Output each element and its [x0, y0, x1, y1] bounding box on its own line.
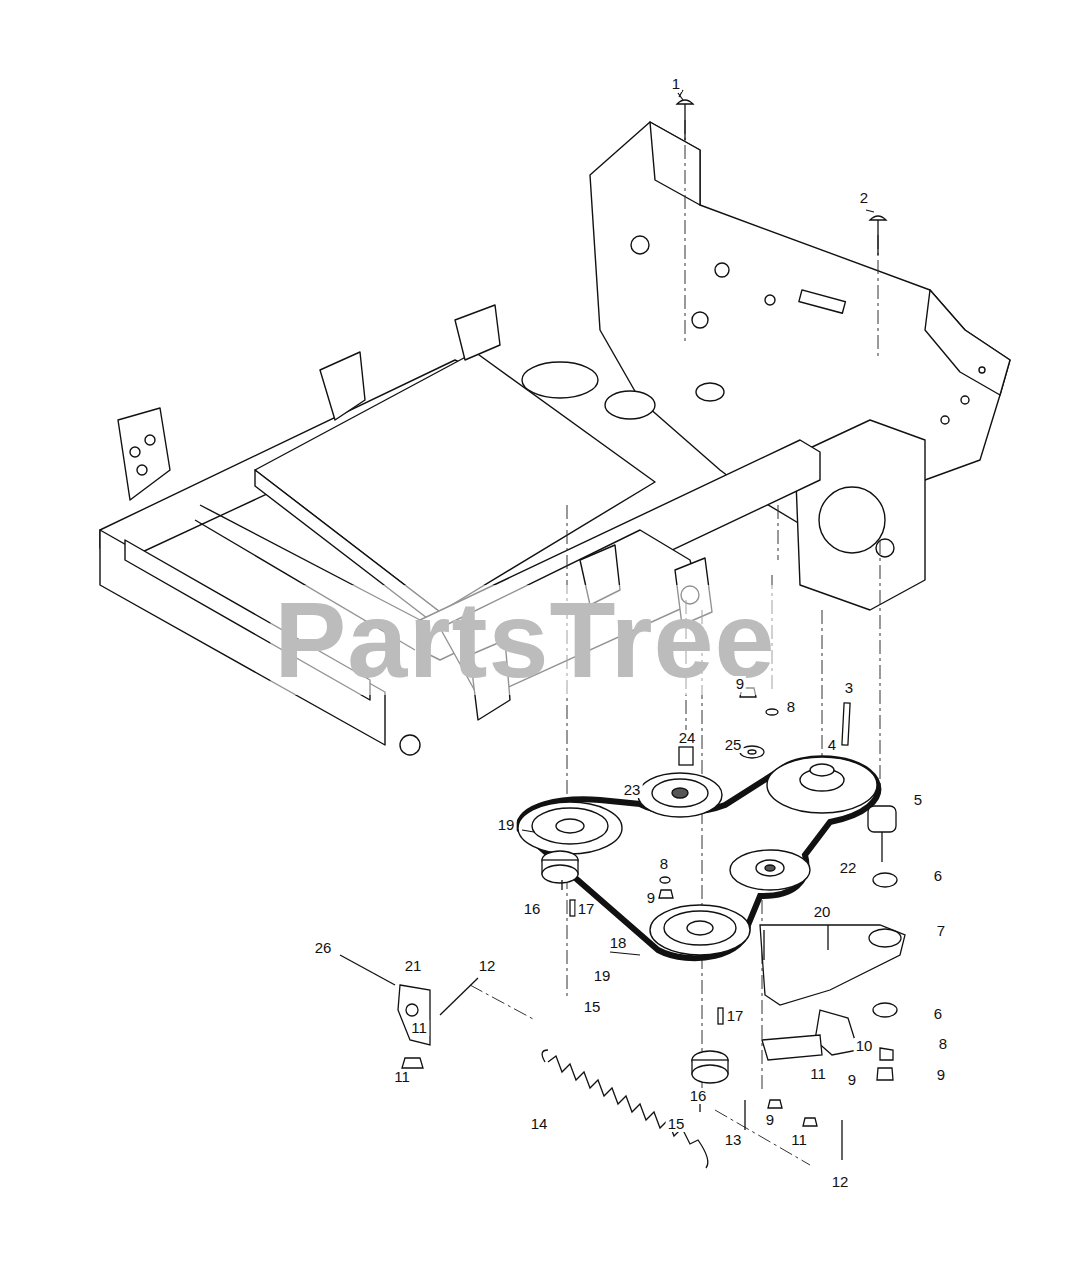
callout-number: 9	[734, 676, 746, 692]
callout-number: 11	[808, 1066, 828, 1082]
callout-number: 8	[658, 856, 670, 872]
callout-number: 19	[592, 968, 613, 984]
callout-number: 1	[670, 76, 682, 92]
callout-number: 17	[725, 1008, 746, 1024]
callout-number: 3	[843, 680, 855, 696]
watermark: PartsTree	[270, 585, 779, 695]
callout-number: 4	[826, 737, 838, 753]
callout-number: 9	[645, 890, 657, 906]
callout-number: 14	[529, 1116, 550, 1132]
callout-number: 6	[932, 1006, 944, 1022]
callout-number: 5	[912, 792, 924, 808]
callout-number: 13	[723, 1132, 744, 1148]
callout-number: 2	[858, 190, 870, 206]
callout-number: 15	[666, 1116, 687, 1132]
callout-number: 8	[785, 699, 797, 715]
callout-number: 16	[688, 1088, 709, 1104]
callout-number: 21	[403, 958, 424, 974]
callout-number: 20	[812, 904, 833, 920]
callout-number: 18	[608, 935, 629, 951]
callout-number: 15	[582, 999, 603, 1015]
callout-number: 11	[409, 1020, 429, 1036]
callout-number: 12	[830, 1174, 851, 1190]
callout-number: 24	[677, 730, 698, 746]
callout-number: 6	[932, 868, 944, 884]
callout-number: 9	[935, 1067, 947, 1083]
callout-number: 23	[622, 782, 643, 798]
callout-number: 11	[789, 1132, 809, 1148]
callout-number: 12	[477, 958, 498, 974]
callout-number: 10	[854, 1038, 875, 1054]
callout-number: 22	[838, 860, 859, 876]
callout-number: 17	[576, 901, 597, 917]
callout-number: 25	[723, 737, 744, 753]
callout-arrows	[522, 90, 874, 955]
callout-number: 11	[392, 1069, 412, 1085]
callout-number: 19	[496, 817, 517, 833]
callout-number: 26	[313, 940, 334, 956]
callout-number: 9	[846, 1072, 858, 1088]
callout-number: 7	[935, 923, 947, 939]
chassis-frame	[100, 122, 1010, 755]
callout-number: 8	[937, 1036, 949, 1052]
callout-number: 16	[522, 901, 543, 917]
callout-number: 9	[764, 1112, 776, 1128]
